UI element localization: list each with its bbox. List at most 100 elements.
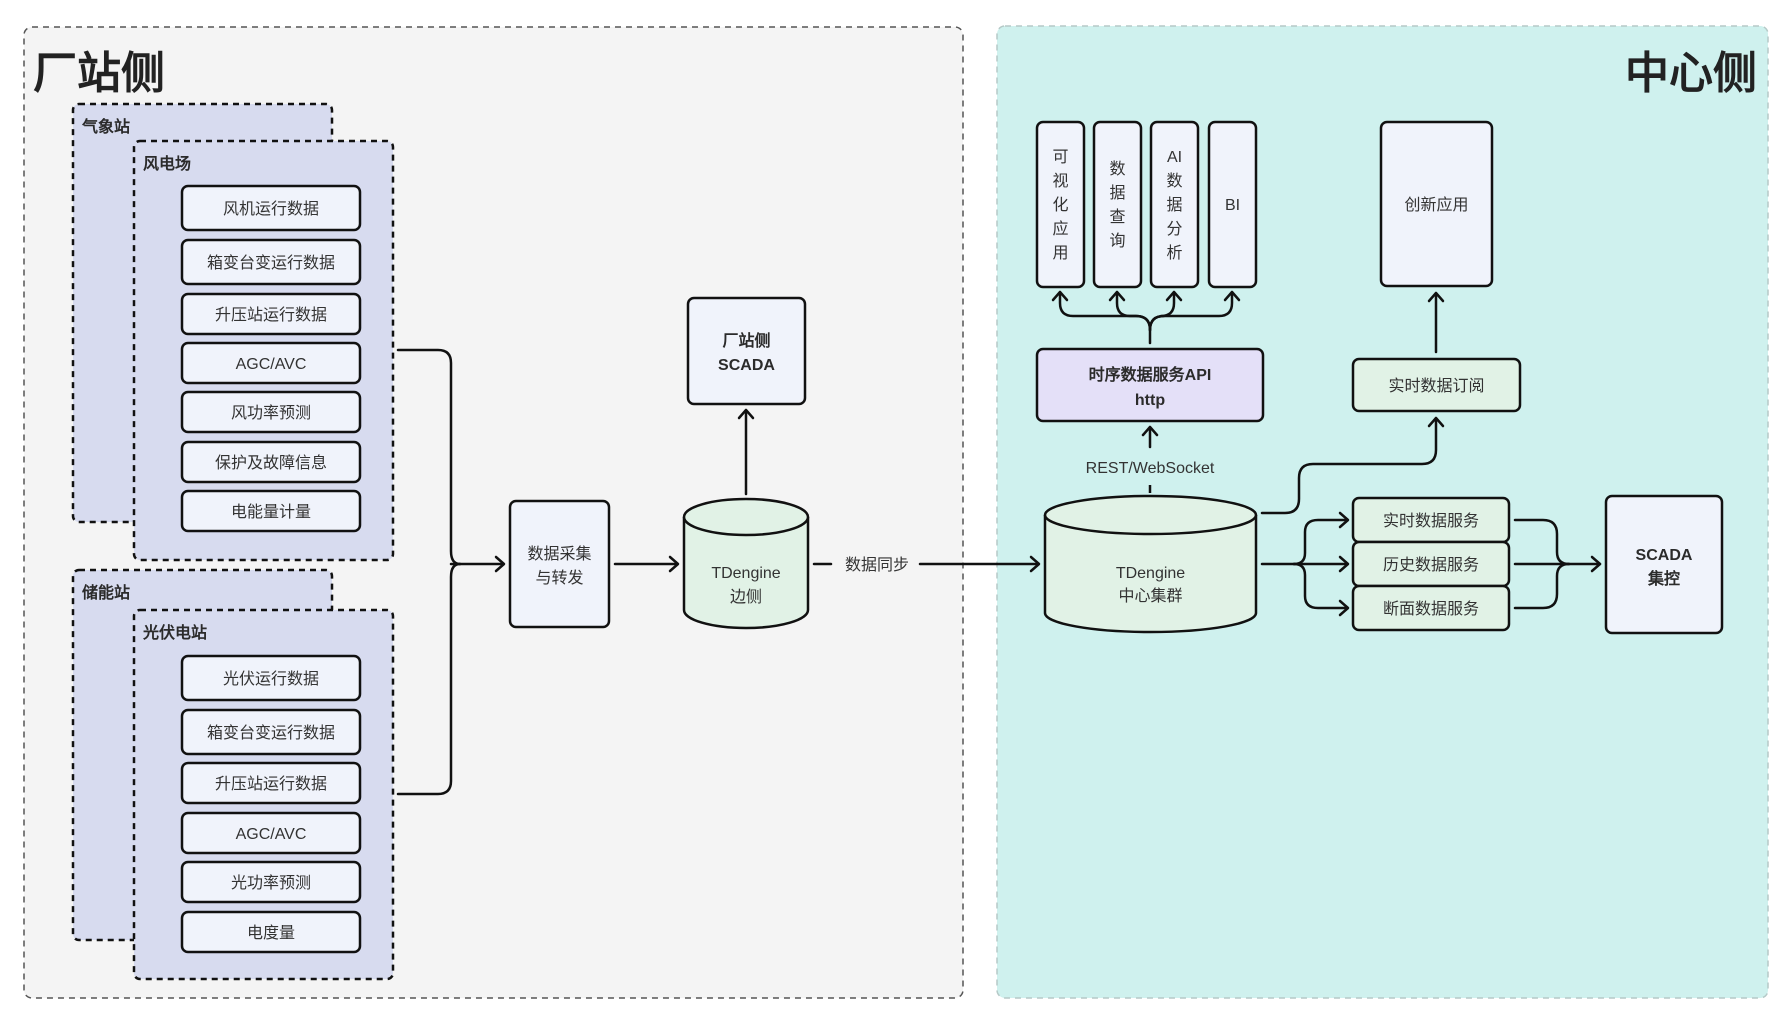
arrow-icon	[1427, 416, 1445, 428]
solar-plant-item-label: 光伏运行数据	[223, 670, 319, 688]
realtime-subscribe-label: 实时数据订阅	[1388, 377, 1484, 395]
central-scada-label-2: 集控	[1647, 569, 1680, 588]
history-data-service[interactable]: 历史数据服务	[1351, 540, 1511, 588]
wind-farm-item-label: 升压站运行数据	[215, 306, 327, 324]
data-collector-box	[508, 499, 611, 629]
wind-to-collector-edge	[396, 348, 462, 566]
realtime-data-service[interactable]: 实时数据服务	[1351, 496, 1511, 544]
wind-farm-item-label: 保护及故障信息	[215, 454, 327, 472]
wind-farm-item-box	[180, 440, 362, 484]
plant-scada-label-1: 厂站侧	[722, 331, 770, 350]
data-query-app-label-char: 查	[1109, 208, 1125, 226]
tdengine-cluster-label-2: 中心集群	[1118, 587, 1182, 605]
solar-plant-item[interactable]: AGC/AVC	[180, 811, 362, 855]
api-node[interactable]: 时序数据服务API http	[1035, 347, 1265, 423]
ai-analysis-app-label-char: 数	[1166, 172, 1182, 190]
innovation-app-node[interactable]: 创新应用	[1379, 120, 1494, 288]
wind-farm-item[interactable]: 风机运行数据	[180, 184, 362, 232]
data-query-app-label-char: 询	[1109, 232, 1125, 250]
arrow-icon	[1338, 599, 1350, 617]
api-to-apps-edges	[1051, 290, 1241, 345]
solar-plant-item[interactable]: 升压站运行数据	[180, 761, 362, 805]
wind-farm-item[interactable]: 风功率预测	[180, 390, 362, 434]
tdengine-edge-label-2: 边侧	[730, 588, 762, 606]
solar-plant-item-box	[180, 654, 362, 702]
wind-farm-item-label: AGC/AVC	[236, 356, 307, 373]
solar-plant-item[interactable]: 箱变台变运行数据	[180, 708, 362, 756]
bi-app-box	[1207, 120, 1258, 289]
wind-farm-item[interactable]: 保护及故障信息	[180, 440, 362, 484]
tdengine-edge-label-1: TDengine	[711, 565, 780, 582]
wind-farm-item[interactable]: 升压站运行数据	[180, 292, 362, 336]
solar-plant-item-box	[180, 811, 362, 855]
data-query-app-label-char: 据	[1109, 184, 1125, 202]
plant-scada-label-2: SCADA	[718, 357, 775, 374]
solar-plant-item-label: 光功率预测	[231, 874, 311, 892]
api-to-query-edge	[1115, 291, 1152, 332]
plant-scada-box	[686, 296, 807, 406]
api-box	[1035, 347, 1265, 423]
wind-farm-item[interactable]: 箱变台变运行数据	[180, 238, 362, 286]
tdengine-cluster-db[interactable]: TDengine 中心集群	[1043, 494, 1258, 634]
visualization-app-label-char: 应	[1052, 219, 1068, 238]
solar-plant-item-box	[180, 910, 362, 954]
protocol-label: REST/WebSocket	[1086, 460, 1215, 477]
solar-plant-item-label: 电度量	[247, 924, 295, 942]
ai-analysis-app-label-char: AI	[1167, 149, 1182, 166]
wind-farm-item-label: 风机运行数据	[223, 200, 319, 218]
plant-scada-node[interactable]: 厂站侧 SCADA	[686, 296, 807, 406]
solar-plant-item[interactable]: 光伏运行数据	[180, 654, 362, 702]
visualization-app-label-char: 化	[1052, 196, 1068, 214]
api-to-bi-edge	[1148, 291, 1234, 332]
solar-to-collector-edge	[396, 562, 462, 796]
storage-station-title: 储能站	[81, 583, 130, 602]
solar-plant-item[interactable]: 电度量	[180, 910, 362, 954]
bi-app-label-char: BI	[1225, 197, 1240, 214]
bi-app[interactable]: BI	[1207, 120, 1258, 289]
arrow-icon	[1029, 555, 1041, 573]
weather-station-title: 气象站	[81, 117, 130, 136]
visualization-app-box	[1035, 120, 1086, 289]
wind-farm-item-box	[180, 341, 362, 385]
plant-side-title: 厂站侧	[33, 49, 165, 98]
wind-farm-item-label: 箱变台变运行数据	[207, 254, 335, 272]
central-scada-node[interactable]: SCADA 集控	[1604, 494, 1724, 635]
realtime-subscribe-node[interactable]: 实时数据订阅	[1351, 357, 1522, 413]
data-query-app-box	[1092, 120, 1143, 289]
arrow-icon	[1223, 290, 1241, 302]
arrow-icon	[1427, 291, 1445, 303]
data-query-app-label-char: 数	[1109, 160, 1125, 178]
snapshot-data-service[interactable]: 断面数据服务	[1351, 584, 1511, 632]
data-collector-label-2: 与转发	[535, 569, 583, 587]
solar-plant-item-label: 箱变台变运行数据	[207, 724, 335, 742]
snapshot-data-service-box	[1351, 584, 1511, 632]
solar-plant-item[interactable]: 光功率预测	[180, 860, 362, 904]
ai-analysis-app-label-char: 据	[1166, 196, 1182, 214]
arrow-icon	[737, 408, 755, 420]
solar-plant-item-box	[180, 860, 362, 904]
history-data-service-label: 历史数据服务	[1383, 556, 1479, 574]
data-collector-label-1: 数据采集	[527, 545, 591, 563]
wind-farm-item[interactable]: 电能量计量	[180, 489, 362, 533]
data-collector-node[interactable]: 数据采集 与转发	[508, 499, 611, 629]
wind-farm-item-box	[180, 238, 362, 286]
wind-farm-item[interactable]: AGC/AVC	[180, 341, 362, 385]
snapshot-data-service-label: 断面数据服务	[1383, 600, 1479, 618]
realtime-data-service-label: 实时数据服务	[1383, 512, 1479, 530]
wind-farm-item-box	[180, 489, 362, 533]
solar-plant-title: 光伏电站	[142, 623, 207, 642]
wind-farm-title: 风电场	[143, 154, 191, 173]
api-label-1: 时序数据服务API	[1089, 365, 1212, 384]
arrow-icon	[1338, 511, 1350, 529]
cluster-to-services-edges	[1260, 511, 1350, 617]
tdengine-cluster-label-1: TDengine	[1116, 565, 1185, 582]
tdengine-edge-db[interactable]: TDengine 边侧	[682, 497, 810, 630]
